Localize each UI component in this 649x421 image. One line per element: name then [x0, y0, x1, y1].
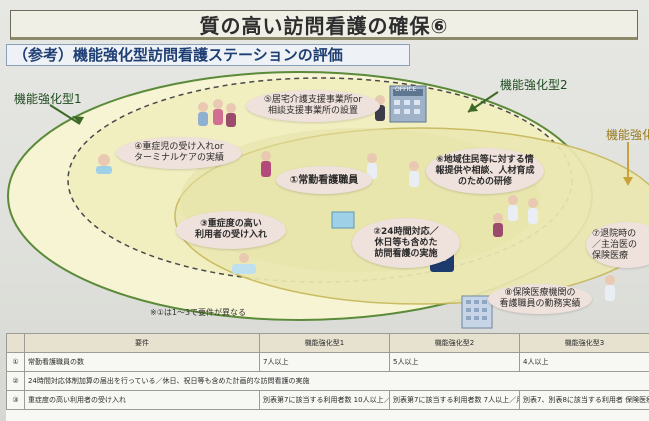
table-header-cell [7, 334, 25, 353]
page-subtitle: （参考）機能強化型訪問看護ステーションの評価 [6, 44, 410, 66]
requirement-5-line2: 相談支援事業所の設置 [264, 106, 362, 117]
type1-label: 機能強化型1 [14, 90, 82, 107]
type3-label: 機能強化 [606, 126, 649, 143]
table-cell: ① [7, 353, 25, 372]
table-cell: ② [7, 372, 25, 391]
requirement-1-bubble: ①常勤看護職員 [276, 166, 372, 194]
requirement-1-text: ①常勤看護職員 [290, 175, 358, 186]
requirement-6-line2: 報提供や相談、人材育成 [435, 166, 534, 177]
requirement-7-line1: ⑦退院時の [592, 229, 637, 240]
requirement-2-line1: ②24時間対応／ [373, 227, 438, 238]
requirement-4-line2: ターミナルケアの実績 [134, 153, 224, 164]
requirement-7-line2: ／主治医の [592, 240, 637, 251]
office-sign: OFFICE [395, 86, 416, 93]
requirement-5-bubble: ⑤居宅介護支援事業所or 相談支援事業所の設置 [246, 90, 380, 122]
table-cell: 24時間対応体制加算の届出を行っている／休日、祝日等も含めた計画的な訪問看護の実… [25, 372, 649, 391]
page-title: 質の高い訪問看護の確保⑥ [10, 10, 638, 40]
requirement-5-line1: ⑤居宅介護支援事業所or [264, 95, 362, 106]
requirement-8-line1: ⑧保険医療機関の [499, 288, 580, 299]
table-row: ② 24時間対応体制加算の届出を行っている／休日、祝日等も含めた計画的な訪問看護… [7, 372, 649, 391]
requirement-3-line2: 利用者の受け入れ [195, 230, 267, 241]
table-cell: 4人以上 [520, 353, 649, 372]
type2-label: 機能強化型2 [500, 76, 568, 93]
requirement-3-bubble: ③重症度の高い 利用者の受け入れ [176, 211, 286, 249]
requirement-2-line2: 休日等も含めた [373, 238, 438, 249]
table-cell: ③ [7, 391, 25, 410]
requirement-6-bubble: ⑥地域住民等に対する情 報提供や相談、人材育成 のための研修 [426, 148, 544, 194]
table-cell: 別表第7に該当する利用者数 7人以上／月 [390, 391, 520, 410]
type1-arrow [50, 105, 80, 124]
table-cell: 別表7、別表8に該当する利用者 保険医療機関が共同している利用者 [520, 391, 649, 410]
table-cell: 重症度の高い利用者の受け入れ [25, 391, 260, 410]
requirement-4-bubble: ④重症児の受け入れor ターミナルケアの実績 [116, 137, 242, 169]
requirements-table: 要件 機能強化型1 機能強化型2 機能強化型3 ① 常勤看護職員の数 7人以上 … [6, 333, 649, 410]
requirement-4-line1: ④重症児の受け入れor [134, 142, 224, 153]
table-cell: 常勤看護職員の数 [25, 353, 260, 372]
table-header-row: 要件 機能強化型1 機能強化型2 機能強化型3 [7, 334, 649, 353]
table-header-cell: 機能強化型2 [390, 334, 520, 353]
requirement-2-bubble: ②24時間対応／ 休日等も含めた 訪問看護の実施 [352, 218, 460, 268]
table-header-cell: 要件 [25, 334, 260, 353]
table-cell: 7人以上 [260, 353, 390, 372]
requirement-8-bubble: ⑧保険医療機関の 看護職員の勤務実績 [488, 284, 592, 314]
requirement-2-line3: 訪問看護の実施 [373, 249, 438, 260]
requirement-3-line1: ③重症度の高い [195, 219, 267, 230]
table-header-cell: 機能強化型3 [520, 334, 649, 353]
footnote: ※①は1～3で要件が異なる [150, 307, 246, 318]
requirement-6-line3: のための研修 [435, 177, 534, 188]
requirement-7-bubble: ⑦退院時の ／主治医の 保険医療 [586, 222, 649, 268]
requirement-7-line3: 保険医療 [592, 251, 637, 262]
bed-icon [332, 212, 354, 228]
table-row: ③ 重症度の高い利用者の受け入れ 別表第7に該当する利用者数 10人以上／月 別… [7, 391, 649, 410]
table-cell: 別表第7に該当する利用者数 10人以上／月 [260, 391, 390, 410]
table-cell: 5人以上 [390, 353, 520, 372]
requirements-table-wrap: 要件 機能強化型1 機能強化型2 機能強化型3 ① 常勤看護職員の数 7人以上 … [6, 333, 649, 421]
table-header-cell: 機能強化型1 [260, 334, 390, 353]
requirement-8-line2: 看護職員の勤務実績 [499, 299, 580, 310]
requirement-6-line1: ⑥地域住民等に対する情 [435, 155, 534, 166]
table-row: ① 常勤看護職員の数 7人以上 5人以上 4人以上 [7, 353, 649, 372]
